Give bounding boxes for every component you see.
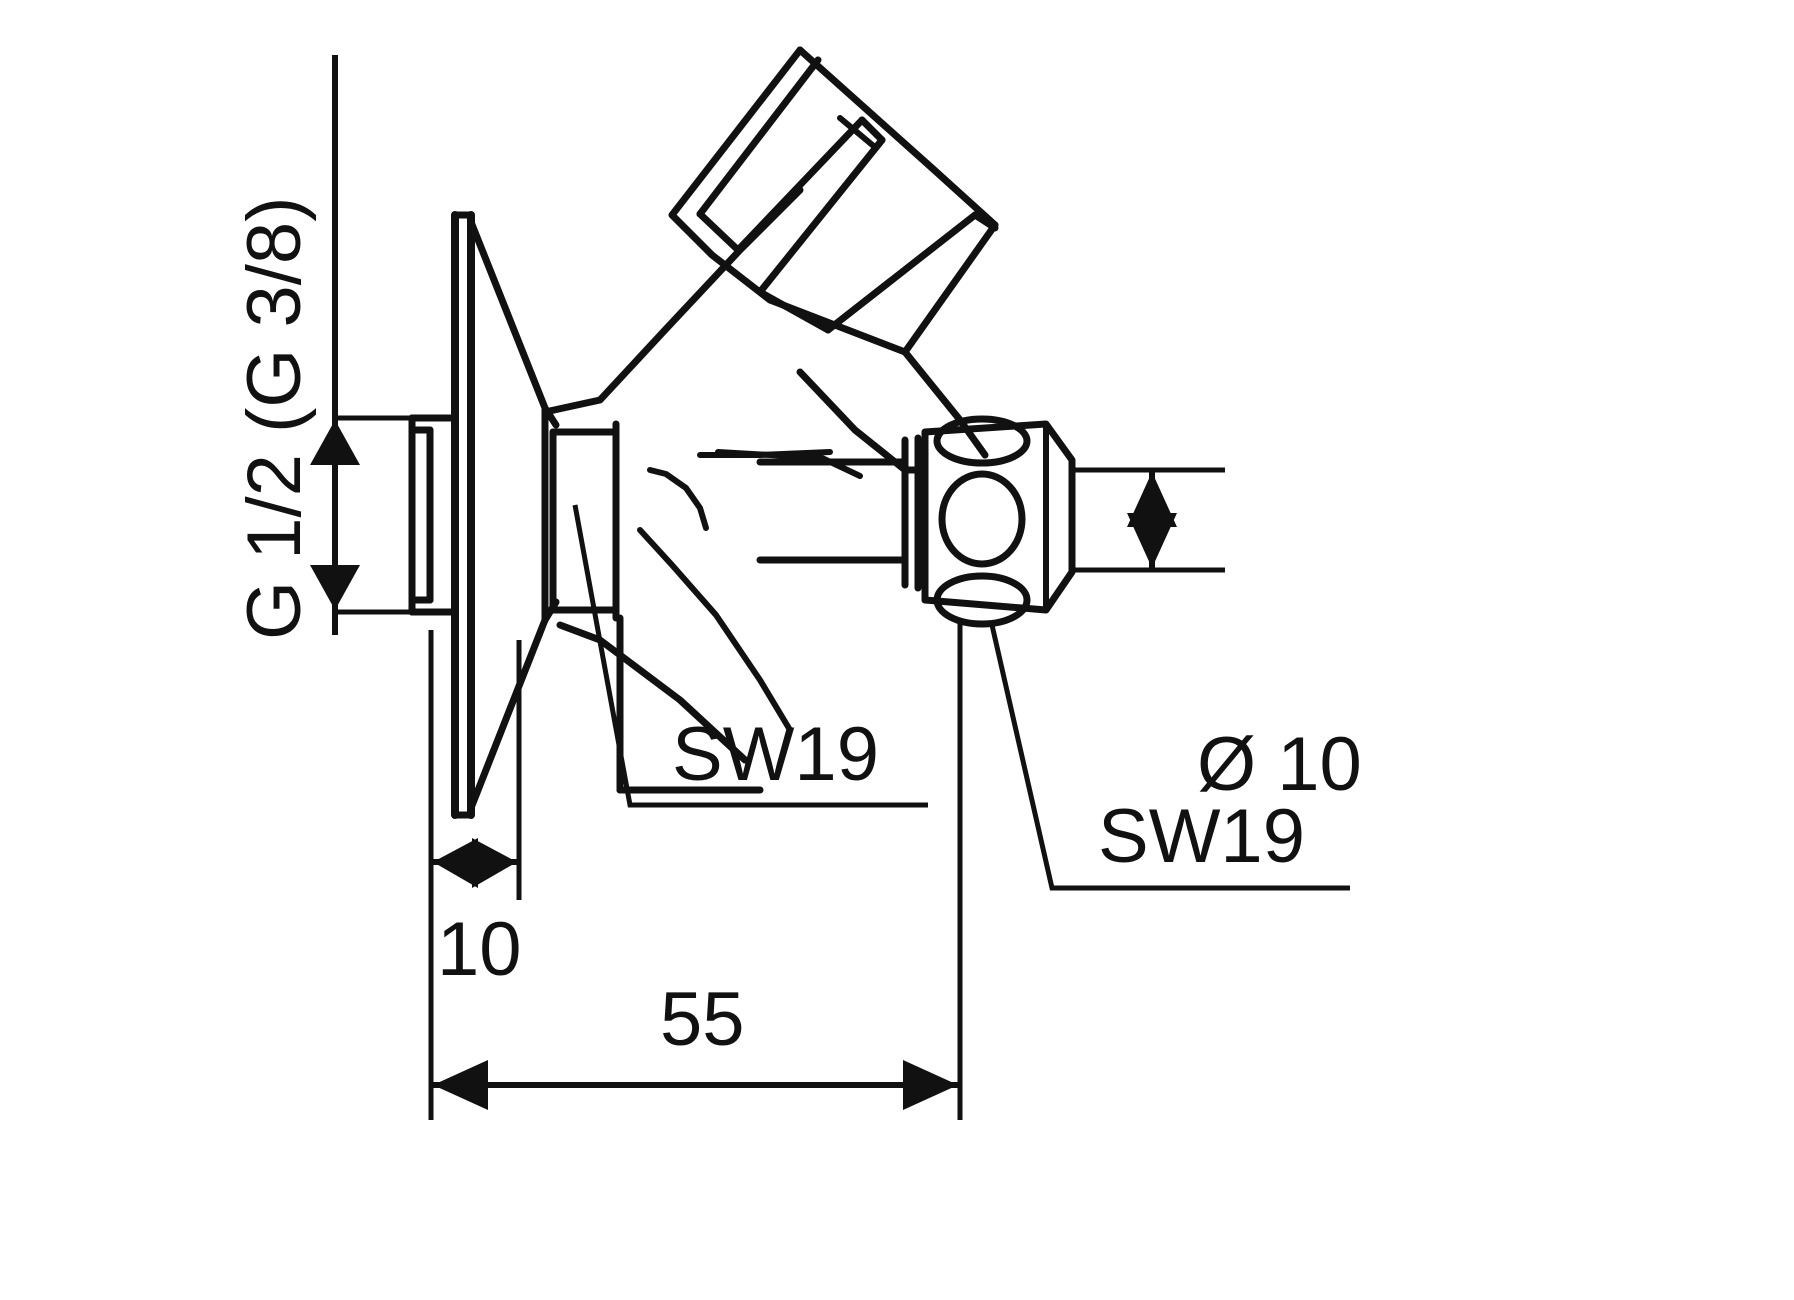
arrow-head-icon — [472, 838, 517, 888]
note-label-spanner-outlet: SW19 — [1098, 794, 1305, 879]
arrow-head-icon — [310, 420, 360, 465]
wall-inlet-thread — [408, 414, 459, 616]
note-label-spanner-body: SW19 — [672, 712, 879, 797]
outlet-nut — [921, 415, 1076, 628]
arrow-head-icon — [1127, 513, 1177, 568]
dim-flange-thickness — [428, 630, 522, 1120]
dim-overall-length — [431, 620, 963, 1120]
dim-label-thread-connection: G 1/2 (G 3/8) — [232, 197, 317, 641]
arrow-head-icon — [433, 1060, 488, 1110]
dim-thread-connection — [310, 55, 430, 635]
body-hex-shoulder — [549, 420, 620, 622]
outlet-neck — [756, 434, 922, 592]
wall-flange-rosette — [451, 211, 560, 819]
arrow-head-icon — [433, 838, 478, 888]
dim-label-overall-length: 55 — [660, 977, 745, 1062]
dim-label-flange-thickness: 10 — [437, 907, 522, 992]
arrow-head-icon — [310, 565, 360, 610]
handle-cap — [668, 46, 999, 356]
dim-outlet-diameter — [1075, 467, 1225, 573]
leader-spanner-outlet — [989, 624, 1350, 891]
dim-label-outlet-diameter: Ø 10 — [1197, 722, 1362, 807]
valve-body-geometry — [408, 46, 1076, 819]
arrow-head-icon — [903, 1060, 958, 1110]
leader-spanner-body — [572, 504, 928, 808]
